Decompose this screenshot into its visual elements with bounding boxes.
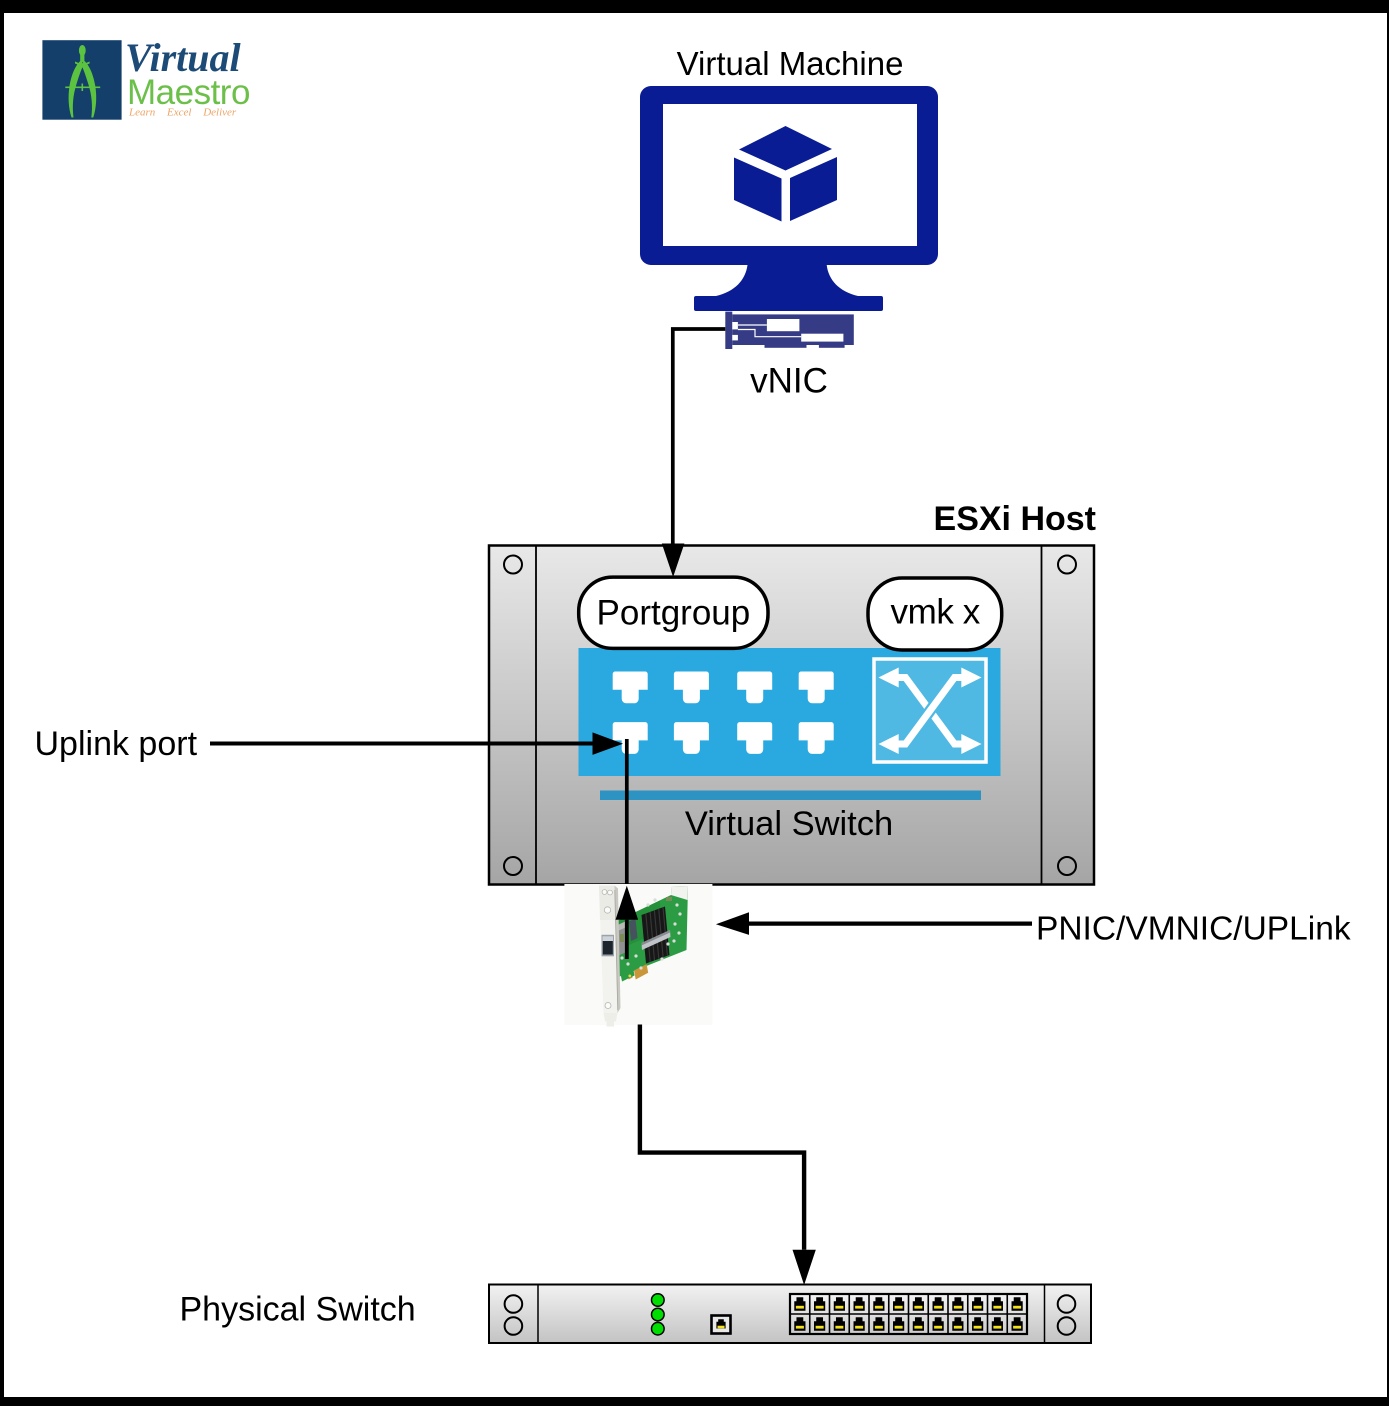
svg-text:Virtual: Virtual	[125, 35, 242, 80]
svg-text:vmk x: vmk x	[891, 593, 981, 632]
svg-text:Virtual Switch: Virtual Switch	[685, 805, 893, 843]
svg-text:Portgroup: Portgroup	[597, 594, 751, 633]
svg-text:Learn Excel Deliver: Learn Excel Deliver	[128, 107, 237, 119]
svg-text:ESXi Host: ESXi Host	[934, 500, 1096, 538]
svg-text:Virtual Machine: Virtual Machine	[677, 45, 904, 82]
svg-text:PNIC/VMNIC/UPLink: PNIC/VMNIC/UPLink	[1036, 911, 1351, 948]
svg-text:Physical Switch: Physical Switch	[180, 1291, 416, 1329]
svg-text:vNIC: vNIC	[750, 362, 828, 401]
svg-text:Uplink port: Uplink port	[35, 725, 198, 763]
svg-text:Maestro: Maestro	[127, 73, 250, 112]
